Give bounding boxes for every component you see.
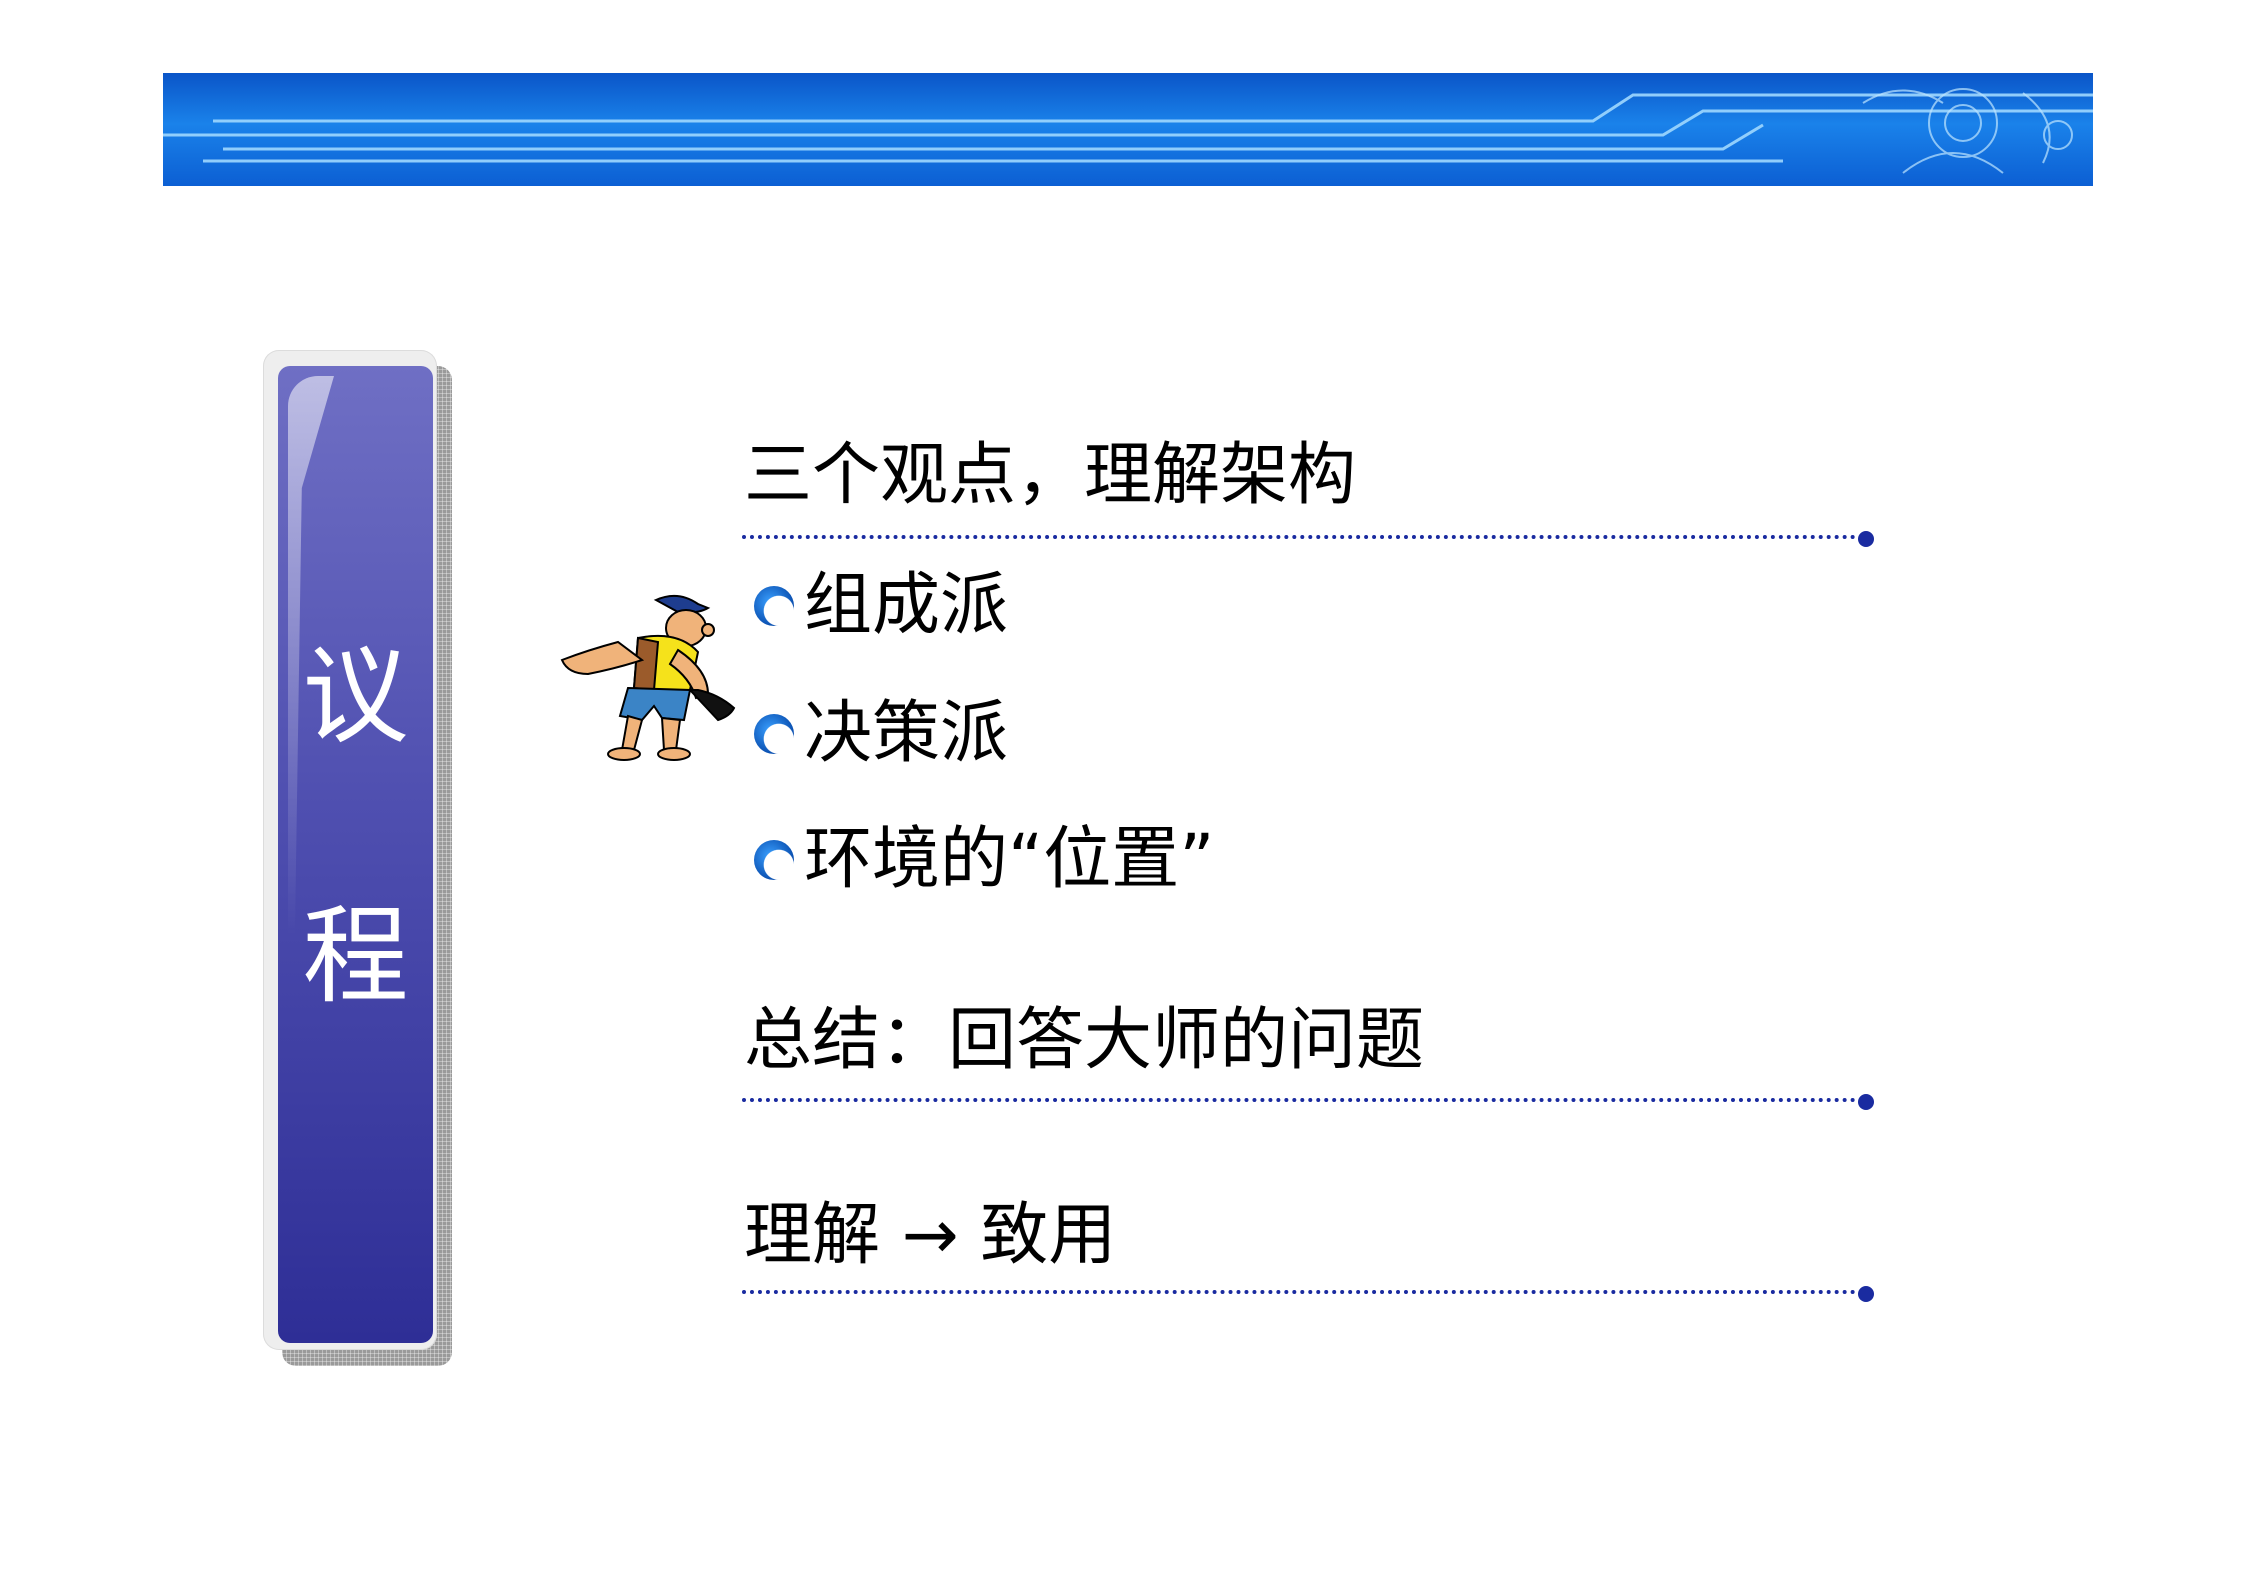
heading-rule-dot-3 <box>1858 1286 1874 1302</box>
heading-rule-2 <box>742 1098 1864 1102</box>
bullet-circle-icon <box>754 586 794 626</box>
agenda-char-2: 程 <box>302 895 409 1018</box>
cartoon-miner-icon <box>560 594 736 761</box>
heading-rule-1 <box>742 535 1864 539</box>
banner-circuit-icon <box>163 88 2093 174</box>
list-item-label: 决策派 <box>804 694 1009 773</box>
bullet-circle-icon <box>754 714 794 754</box>
list-item-label: 组成派 <box>804 566 1009 645</box>
list-item-label: 环境的“位置” <box>804 820 1215 899</box>
list-item-environment: 环境的“位置” <box>754 822 1214 898</box>
heading-summary: 总结：回答大师的问题 <box>744 1001 1425 1080</box>
heading-rule-dot-2 <box>1858 1094 1874 1110</box>
agenda-bar: 议 程 <box>278 366 433 1343</box>
heading-rule-dot-1 <box>1858 531 1874 547</box>
bullet-circle-icon <box>754 840 794 880</box>
list-item-decision: 决策派 <box>754 696 1008 772</box>
list-item-composition: 组成派 <box>754 568 1008 644</box>
heading-rule-3 <box>742 1290 1864 1294</box>
agenda-char-1: 议 <box>302 635 409 758</box>
header-banner <box>163 73 2093 186</box>
heading-apply: 理解 → 致用 <box>744 1196 1117 1275</box>
heading-three-views: 三个观点，理解架构 <box>744 436 1357 515</box>
